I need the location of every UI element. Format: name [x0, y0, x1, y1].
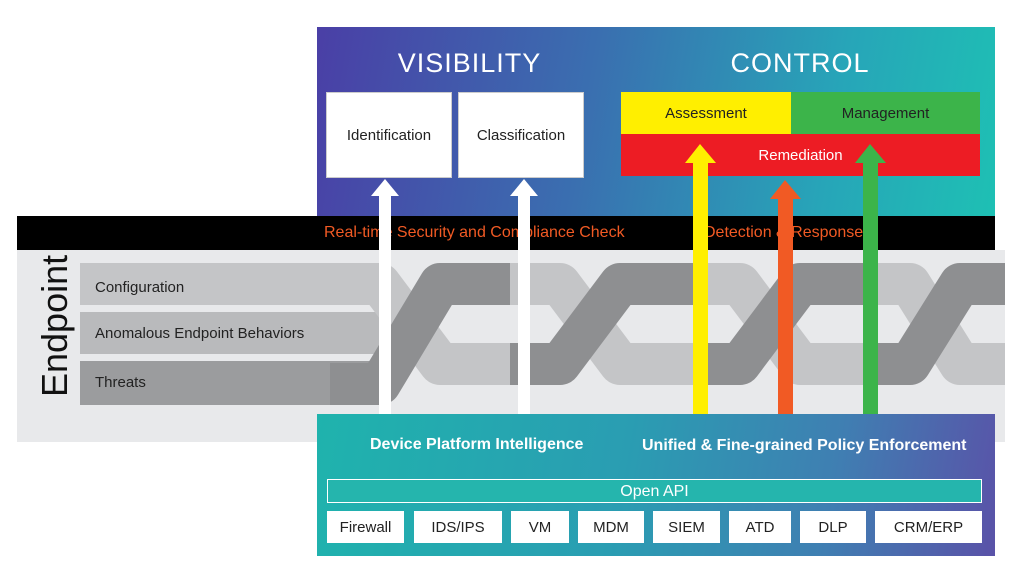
row-label-anomalous-behaviors: Anomalous Endpoint Behaviors — [95, 325, 305, 342]
realtime-check-label: Real-time Security and Compliance Check — [324, 224, 625, 241]
identification-arrow-shaft — [379, 195, 391, 414]
identification-box: Identification — [326, 92, 452, 178]
remediation-box: Remediation — [621, 134, 980, 176]
assessment-arrow-shaft — [693, 162, 708, 414]
classification-box: Classification — [458, 92, 584, 178]
visibility-heading: VISIBILITY — [397, 48, 542, 78]
tool-vm: VM — [511, 511, 569, 543]
classification-arrow-shaft — [518, 195, 530, 414]
tool-atd: ATD — [729, 511, 791, 543]
tool-crm-erp: CRM/ERP — [875, 511, 982, 543]
row-label-configuration: Configuration — [95, 279, 185, 296]
management-arrow-shaft — [863, 162, 878, 414]
policy-enforcement-heading: Unified & Fine-grained Policy Enforcemen… — [642, 437, 967, 454]
tool-mdm: MDM — [578, 511, 644, 543]
row-label-threats: Threats — [95, 374, 146, 391]
device-platform-heading: Device Platform Intelligence — [370, 436, 584, 453]
control-heading: CONTROL — [730, 48, 870, 78]
tool-firewall: Firewall — [327, 511, 404, 543]
detection-arrow-shaft — [778, 198, 793, 414]
identification-arrow-head — [371, 179, 399, 196]
check-bar — [17, 216, 995, 250]
management-arrow-head — [855, 144, 886, 163]
assessment-arrow-head — [685, 144, 716, 163]
assessment-box: Assessment — [621, 92, 791, 134]
classification-arrow-head — [510, 179, 538, 196]
tool-ids-ips: IDS/IPS — [414, 511, 502, 543]
tool-dlp: DLP — [800, 511, 866, 543]
open-api-bar: Open API — [327, 479, 982, 503]
tool-siem: SIEM — [653, 511, 720, 543]
detection-arrow-head — [770, 180, 801, 199]
management-box: Management — [791, 92, 980, 134]
behaviors-band — [80, 312, 380, 354]
